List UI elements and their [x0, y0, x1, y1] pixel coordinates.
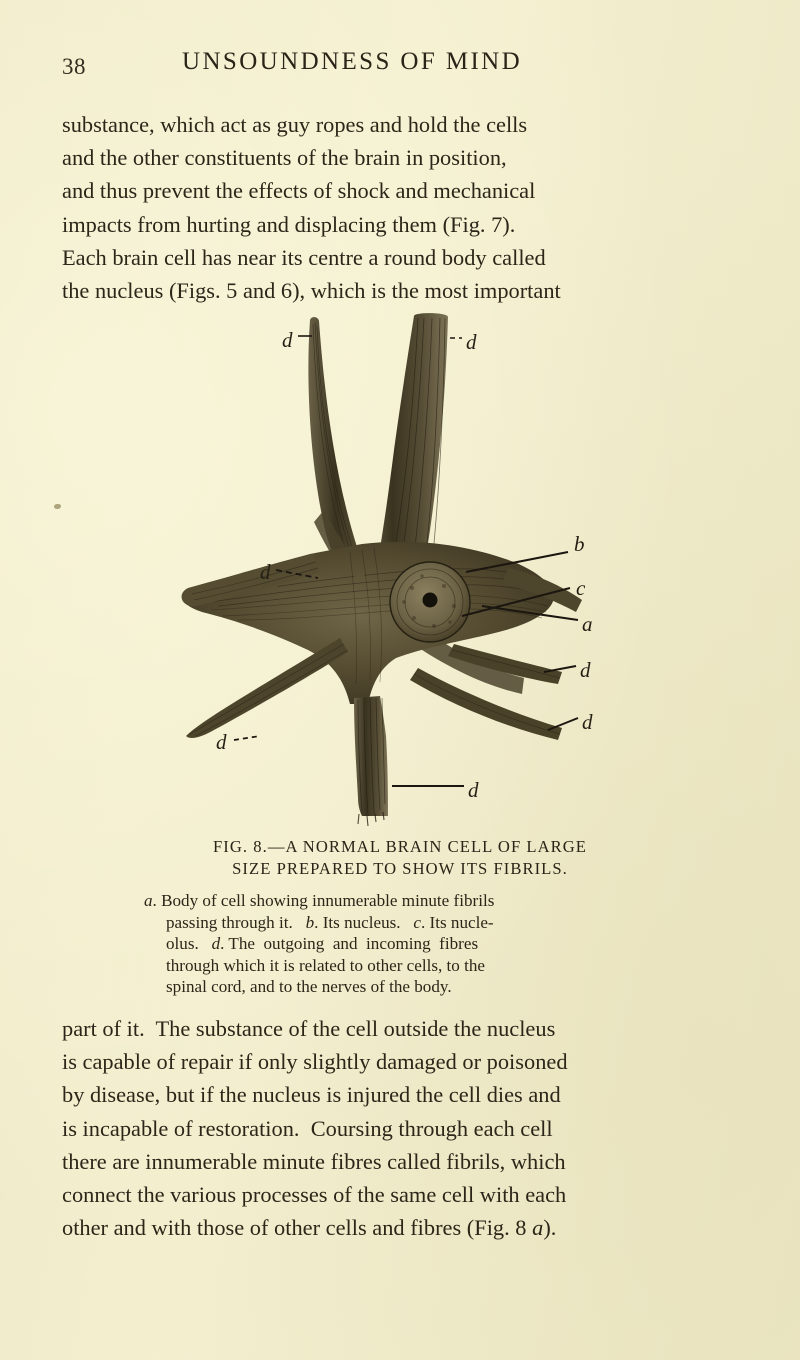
dendrite-right-mid [448, 644, 562, 684]
paper-speck [54, 504, 61, 509]
dendrite-right-lower [410, 668, 562, 740]
dendrite-lower-left [186, 638, 349, 738]
paragraph-top: substance, which act as guy ropes and ho… [62, 108, 738, 307]
figure-label-d: d [216, 730, 227, 754]
running-head: 38 UNSOUNDNESS OF MIND [62, 48, 738, 82]
axon [354, 696, 388, 827]
text-line: is capable of repair if only slightly da… [62, 1049, 568, 1075]
legend-line: through which it is related to other cel… [166, 955, 486, 975]
figure-legend: a. Body of cell showing innumerable minu… [144, 890, 636, 998]
figure-label-d: d [260, 560, 271, 584]
figure-caption-line-2: SIZE PREPARED TO SHOW ITS FIBRILS. [232, 859, 568, 878]
text-line: is incapable of restoration. Coursing th… [62, 1115, 553, 1141]
legend-line: spinal cord, and to the nerves of the bo… [166, 977, 452, 997]
legend-line: olus. d. The outgoing and incoming fibre… [166, 934, 479, 954]
figure-label-a: a [582, 612, 593, 636]
text-line: the nucleus (Figs. 5 and 6), which is th… [62, 278, 561, 304]
figure-label-c: c [576, 576, 586, 600]
text-line: impacts from hurting and displacing them… [62, 211, 516, 237]
text-line: by disease, but if the nucleus is injure… [62, 1082, 561, 1108]
text-line: there are innumerable minute fibres call… [62, 1148, 566, 1174]
text-line: connect the various processes of the sam… [62, 1182, 567, 1208]
nucleolus [422, 592, 438, 608]
text-line: Each brain cell has near its centre a ro… [62, 244, 546, 270]
figure-label-d: d [468, 778, 479, 802]
figure-caption-line-1: FIG. 8.—A NORMAL BRAIN CELL OF LARGE [213, 837, 587, 856]
fibre-crossing [314, 510, 524, 694]
legend-line: a. Body of cell showing innumerable minu… [144, 891, 495, 910]
leader-lines [233, 335, 579, 787]
brain-cell-illustration [181, 313, 582, 827]
text-line: other and with those of other cells and … [62, 1215, 557, 1241]
figure-label-d: d [580, 658, 591, 682]
legend-line: passing through it. b. Its nucleus. c. I… [166, 912, 494, 932]
figure-label-b: b [574, 532, 585, 556]
figure-8: d d b c d a d d d d FIG. 8.—A NORMAL BRA… [62, 300, 738, 1000]
text-line: part of it. The substance of the cell ou… [62, 1016, 556, 1041]
figure-label-d: d [582, 710, 593, 734]
running-title: UNSOUNDNESS OF MIND [182, 48, 523, 75]
dendrite-left [181, 554, 320, 607]
text-line: and thus prevent the effects of shock an… [62, 178, 536, 204]
figure-label-d: d [466, 330, 477, 354]
figure-label-d: d [282, 328, 293, 352]
paragraph-bottom: part of it. The substance of the cell ou… [62, 1012, 738, 1244]
dendrite-right-upper [502, 568, 582, 612]
text-line: substance, which act as guy ropes and ho… [62, 112, 528, 137]
nucleus [389, 561, 471, 643]
text-line: and the other constituents of the brain … [62, 145, 507, 171]
page-number: 38 [62, 54, 86, 79]
